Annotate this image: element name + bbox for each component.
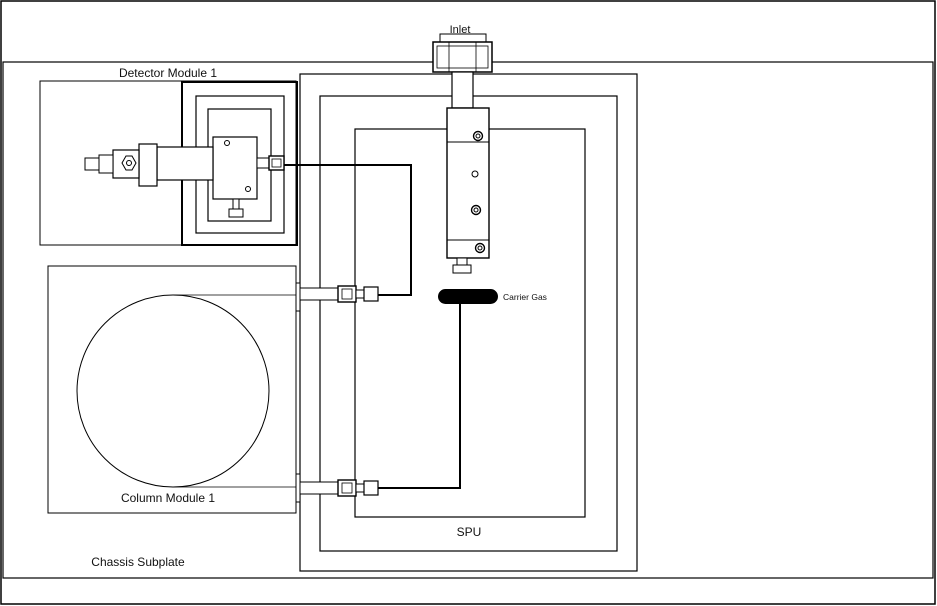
detector-probe-body — [156, 146, 214, 181]
detector-right-stem — [256, 157, 270, 169]
detector-probe-collar — [138, 143, 158, 187]
connector-fitting-inner — [341, 288, 353, 300]
connector-tube — [299, 287, 339, 301]
column-connector-bottom — [295, 473, 379, 503]
detector-right-fitting — [268, 155, 285, 171]
detector-bottom-stem — [232, 198, 240, 210]
detector-module — [39, 80, 298, 246]
inlet-head-inner — [436, 45, 489, 69]
valve-port-icon — [473, 207, 479, 213]
detector-block — [212, 136, 258, 200]
detector-module-label: Detector Module 1 — [119, 66, 217, 80]
chassis-subplate-label: Chassis Subplate — [91, 555, 185, 569]
connector-plate — [295, 282, 301, 312]
inlet-assembly — [432, 33, 493, 274]
valve-outlet-stem — [456, 257, 468, 266]
connector-nut — [363, 286, 379, 302]
connector-fitting-inner — [341, 482, 353, 494]
column-connector-top — [295, 282, 379, 312]
carrier-to-column-tube — [378, 304, 461, 489]
detector-to-column-tube — [284, 164, 412, 296]
carrier-gas-fitting — [438, 289, 498, 304]
connector-fitting — [337, 285, 357, 303]
hex-nut-icon — [121, 155, 137, 171]
inlet-stem — [451, 71, 474, 109]
connector-nut — [363, 480, 379, 496]
detector-probe-tip — [98, 154, 114, 174]
inlet-head — [432, 41, 493, 73]
valve-port-icon — [477, 245, 483, 251]
valve-port-icon — [474, 242, 486, 254]
connector-tube — [299, 481, 339, 495]
valve-port-icon — [475, 133, 481, 139]
connector-neck — [355, 289, 365, 299]
column-module — [47, 265, 300, 514]
tubing — [284, 164, 461, 489]
spu-label: SPU — [457, 525, 482, 539]
valve-body — [446, 107, 490, 259]
column-module-label: Column Module 1 — [121, 491, 215, 505]
detector-screw-icon — [245, 186, 251, 192]
inlet-label: Inlet — [450, 24, 471, 36]
valve-port-icon — [470, 204, 482, 216]
detector-right-fitting-inner — [271, 158, 282, 168]
detector-probe-end — [84, 157, 100, 171]
column-coil — [76, 294, 270, 488]
connector-plate — [295, 473, 301, 503]
detector-bottom-fitting — [228, 208, 244, 218]
valve-screw-icon — [471, 170, 479, 178]
carrier-gas-label: Carrier Gas — [503, 292, 547, 302]
detector-screw-icon — [224, 140, 230, 146]
hex-nut-hole-icon — [126, 160, 132, 166]
valve-port-icon — [472, 130, 484, 142]
connector-fitting — [337, 479, 357, 497]
connector-neck — [355, 483, 365, 493]
column-module-box — [47, 265, 297, 514]
valve-outlet-fitting — [452, 264, 472, 274]
